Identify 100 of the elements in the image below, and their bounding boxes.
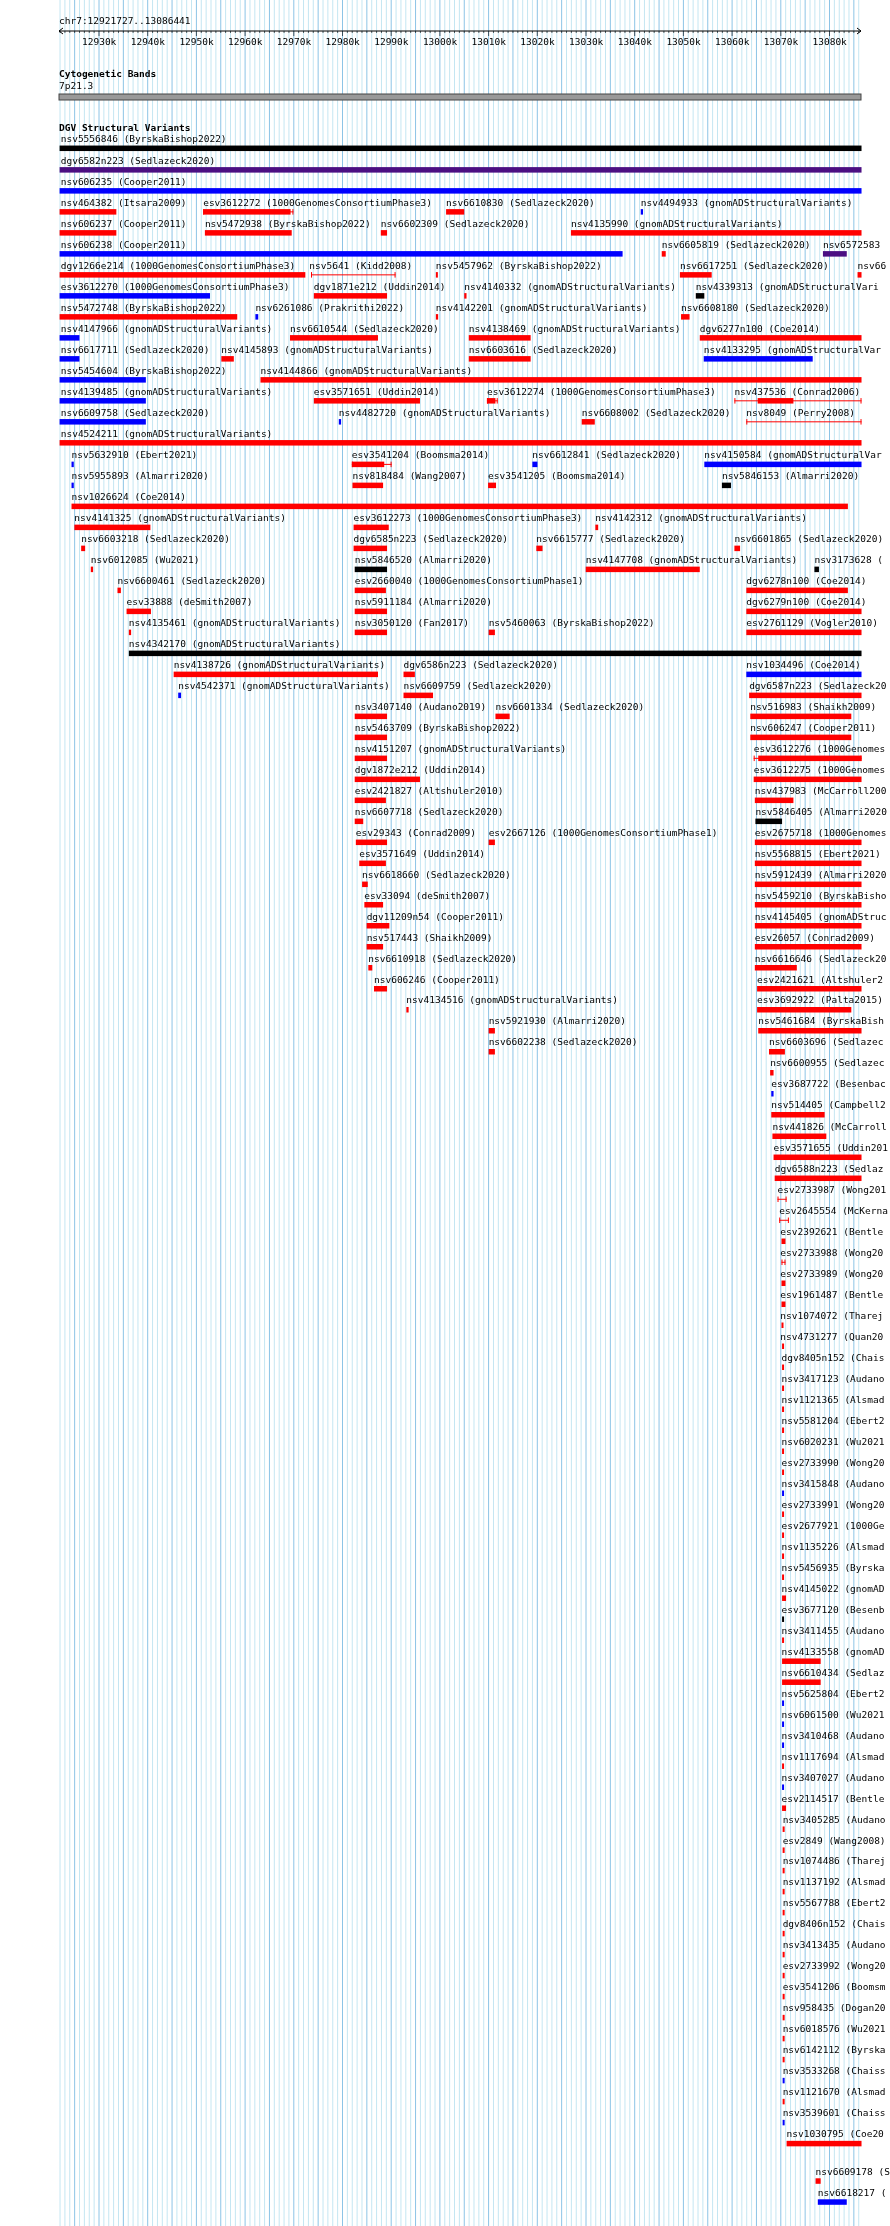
tick-label: 13040k [617, 36, 652, 48]
variant-label: esv3692922 (Palta2015) [757, 994, 883, 1007]
variant-label: nsv4542371 (gnomADStructuralVariants) [178, 680, 390, 693]
variant-label: esv3571655 (Uddin201 [773, 1142, 888, 1154]
variant-label: esv2675718 (1000Genomes [754, 827, 887, 840]
variant-label: nsv6610918 (Sedlazeck2020) [368, 952, 518, 965]
variant-label: esv2733990 (Wong20 [781, 1457, 885, 1469]
variant-label: nsv6018576 (Wu2021 [782, 2023, 886, 2036]
tick-label: 12990k [374, 36, 409, 48]
variant-label: nsv4147708 (gnomADStructuralVariants) [585, 554, 798, 567]
variant-label: nsv6600955 (Sedlazec [770, 1057, 885, 1070]
variant-label: nsv3539601 (Chaiss [782, 2107, 886, 2120]
variant-label: dgv6586n223 (Sedlazeck2020) [403, 659, 558, 672]
variant-label: esv33888 (deSmith2007) [126, 596, 253, 609]
variant-label: nsv5454604 (ByrskaBishop2022) [60, 364, 227, 377]
variant-label: dgv6279n100 (Coe2014) [746, 596, 867, 609]
variant-label: nsv606247 (Cooper2011) [750, 722, 877, 735]
tick-label: 12960k [228, 36, 263, 48]
variant-label: nsv6617251 (Sedlazeck2020) [679, 259, 829, 272]
variant-label: nsv6061500 (Wu2021 [781, 1708, 885, 1721]
variant-label: nsv6261086 (Prakrithi2022) [255, 301, 405, 314]
tick-label: 12980k [325, 36, 360, 48]
variant-label: esv3541204 (Boomsma2014) [351, 449, 490, 462]
variant-label: nsv4145405 (gnomADStruc [754, 910, 887, 923]
variant-label: nsv6609759 (Sedlazeck2020) [403, 680, 553, 693]
variant-label: nsv1117694 (Alsmad [781, 1750, 885, 1763]
variant-label: nsv3417123 (Audano [781, 1373, 885, 1385]
variant-label: dgv1871e212 (Uddin2014) [313, 280, 446, 293]
variant-label: esv3571649 (Uddin2014) [359, 848, 486, 861]
variant-label: nsv3405285 (Audano [782, 1813, 886, 1826]
variant-label: nsv4339313 (gnomADStructuralVari [695, 280, 879, 293]
variant-label: nsv6610434 (Sedlaz [781, 1666, 885, 1679]
variant-label: nsv6618217 ( [817, 2186, 887, 2199]
variant-label: nsv6609758 (Sedlazeck2020) [60, 406, 210, 419]
variant-label: dgv8406n152 (Chais [782, 1918, 886, 1931]
variant-label: nsv66 [857, 259, 887, 272]
variant-label: nsv1135226 (Alsmad [781, 1540, 885, 1553]
variant-label: nsv8049 (Perry2008) [746, 406, 855, 419]
variant-label: dgv6585n223 (Sedlazeck2020) [353, 533, 508, 546]
variant-label: nsv6610544 (Sedlazeck2020) [290, 322, 439, 335]
variant-label: nsv4145022 (gnomAD [781, 1582, 885, 1595]
variant-label: esv3612276 (1000Genomes [753, 743, 886, 756]
variant-label: esv2392621 (Bentle [780, 1226, 884, 1238]
variant-label: esv2733988 (Wong20 [780, 1247, 884, 1259]
variant-label: nsv5567788 (Ebert2 [782, 1897, 886, 1910]
variant-label: esv2677921 (1000Ge [781, 1519, 885, 1532]
variant-label: esv3541206 (Boomsm [782, 1981, 886, 1994]
variant-label: nsv5463709 (ByrskaBishop2022) [354, 722, 521, 735]
band-label: 7p21.3 [59, 80, 94, 92]
variant-label: esv2761129 (Vogler2010) [746, 617, 878, 630]
tick-label: 12950k [179, 36, 214, 48]
variant-label: nsv3410468 (Audano [781, 1729, 885, 1742]
variant-label: esv3612274 (1000GenomesConsortiumPhase3) [486, 385, 716, 398]
variant-label: nsv4138726 (gnomADStructuralVariants) [173, 659, 386, 672]
variant-label: nsv4151207 (gnomADStructuralVariants) [354, 743, 567, 756]
variant-label: esv2733992 (Wong20 [782, 1960, 886, 1973]
variant-label: nsv5632910 (Ebert2021) [71, 449, 198, 462]
variant-label: nsv3407140 (Audano2019) [354, 701, 487, 714]
variant-label: dgv8405n152 (Chais [781, 1352, 885, 1364]
variant-label: esv3677120 (Besenb [781, 1603, 885, 1616]
variant-label: nsv3050120 (Fan2017) [354, 617, 470, 630]
variant-label: nsv4482720 (gnomADStructuralVariants) [338, 406, 551, 419]
variant-label: nsv4142201 (gnomADStructuralVariants) [435, 301, 648, 314]
coordinate-range-label: chr7:12921727..13086441 [59, 15, 191, 27]
variant-label: nsv5625804 (Ebert2 [781, 1687, 885, 1700]
variant-label: nsv4133558 (gnomAD [781, 1645, 885, 1658]
tick-label: 13080k [812, 36, 847, 48]
variant-label: nsv5472748 (ByrskaBishop2022) [60, 301, 227, 314]
variant-label: nsv3533268 (Chaiss [782, 2065, 886, 2078]
variant-label: nsv6609178 (S [815, 2165, 890, 2178]
variant-label: nsv517443 (Shaikh2009) [366, 931, 493, 944]
tick-label: 13060k [715, 36, 750, 48]
variant-label: esv2645554 (McKerna [779, 1205, 888, 1217]
variant-label: nsv606235 (Cooper2011) [60, 175, 187, 188]
variant-label: esv2421827 (Altshuler2010) [354, 785, 504, 798]
variant-label: nsv1030795 (Coe20 [786, 2128, 884, 2141]
variant-label: nsv606246 (Cooper2011) [374, 973, 500, 986]
variant-label: nsv6602309 (Sedlazeck2020) [380, 217, 530, 230]
variant-label: nsv6605819 (Sedlazeck2020) [661, 238, 811, 251]
variant-label: nsv4494933 (gnomADStructuralVariants) [640, 196, 853, 209]
variant-label: nsv6601865 (Sedlazeck2020) [734, 533, 884, 546]
variant-label: nsv6142112 (Byrska [782, 2044, 886, 2057]
variant-label: nsv4140332 (gnomADStructuralVariants) [464, 280, 676, 293]
variant-label: dgv1266e214 (1000GenomesConsortiumPhase3) [60, 259, 296, 272]
variant-label: esv2733991 (Wong20 [781, 1498, 885, 1511]
variant-label: nsv1074486 (Tharej [782, 1855, 886, 1868]
variant-label: dgv6278n100 (Coe2014) [746, 575, 867, 588]
variant-label: nsv6618660 (Sedlazeck2020) [362, 869, 511, 882]
variant-label: nsv5472938 (ByrskaBishop2022) [204, 217, 371, 230]
variant-label: nsv4342170 (gnomADStructuralVariants) [128, 638, 341, 651]
variant-label: esv2667126 (1000GenomesConsortiumPhase1) [488, 827, 718, 840]
variant-label: nsv6601334 (Sedlazeck2020) [495, 701, 645, 714]
variant-label: nsv3415848 (Audano [781, 1478, 885, 1490]
variant-label: nsv1026624 (Coe2014) [71, 491, 186, 504]
tick-label: 13000k [422, 36, 458, 48]
variant-label: nsv441826 (McCarroll [772, 1121, 887, 1133]
variant-label: nsv4134516 (gnomADStructuralVariants) [406, 994, 618, 1007]
variant-label: dgv6277n100 (Coe2014) [699, 322, 820, 335]
variant-label: nsv4147966 (gnomADStructuralVariants) [60, 322, 273, 335]
variant-label: nsv5846153 (Almarri2020) [721, 470, 860, 483]
